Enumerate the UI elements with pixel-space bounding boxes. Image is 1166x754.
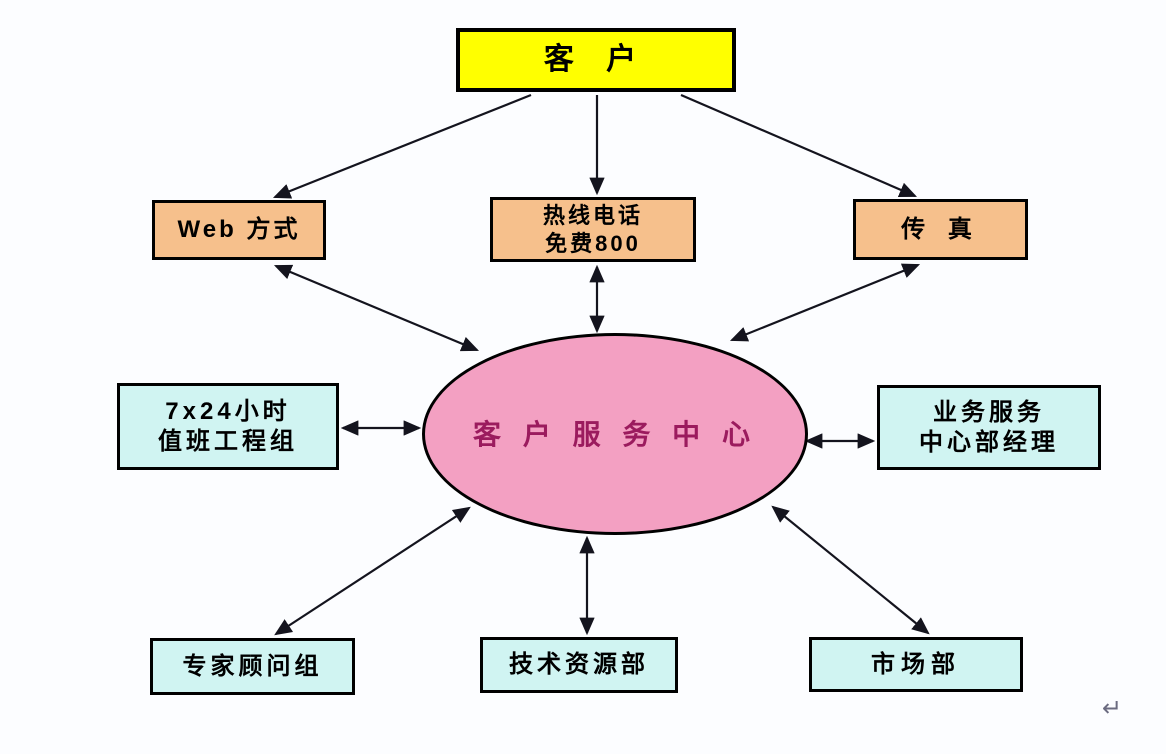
node-tech-label: 技术资源部 (509, 651, 649, 678)
node-hotline-line1: 热线电话 (542, 203, 643, 228)
node-hotline-line2: 免费800 (545, 230, 641, 256)
node-marketing-dept: 市场部 (809, 637, 1023, 692)
node-experts-label: 专家顾问组 (182, 652, 323, 680)
arrow-customer-to-web (272, 93, 532, 199)
node-web-label: Web 方式 (177, 216, 301, 243)
node-hotline-channel: 热线电话 免费800 (490, 197, 696, 262)
node-web-channel: Web 方式 (152, 200, 326, 260)
node-business-service-manager: 业务服务 中心部经理 (877, 385, 1101, 470)
node-customer: 客 户 (456, 28, 736, 92)
paragraph-return-mark: ↵ (1102, 695, 1123, 722)
node-expert-advisor-group: 专家顾问组 (150, 638, 355, 695)
node-marketing-label: 市场部 (871, 650, 961, 678)
node-customer-label: 客 户 (543, 43, 649, 77)
arrow-web-center (273, 264, 480, 352)
arrow-customer-to-fax (680, 93, 918, 198)
node-service-center-label: 客 户 服 务 中 心 (473, 418, 757, 450)
node-duty-engineering-group: 7x24小时 值班工程组 (117, 383, 339, 470)
node-technical-resources-dept: 技术资源部 (480, 637, 678, 693)
node-manager-line2: 中心部经理 (919, 428, 1059, 456)
node-fax-label: 传 真 (901, 215, 980, 243)
node-service-center-ellipse: 客 户 服 务 中 心 (422, 333, 808, 535)
arrow-fax-center (729, 263, 921, 342)
node-fax-channel: 传 真 (853, 199, 1028, 260)
arrow-center-experts (274, 506, 471, 636)
arrow-center-marketing (771, 505, 930, 635)
node-manager-line1: 业务服务 (933, 398, 1045, 426)
node-duty-line1: 7x24小时 (165, 397, 291, 425)
node-duty-line2: 值班工程组 (158, 427, 298, 455)
